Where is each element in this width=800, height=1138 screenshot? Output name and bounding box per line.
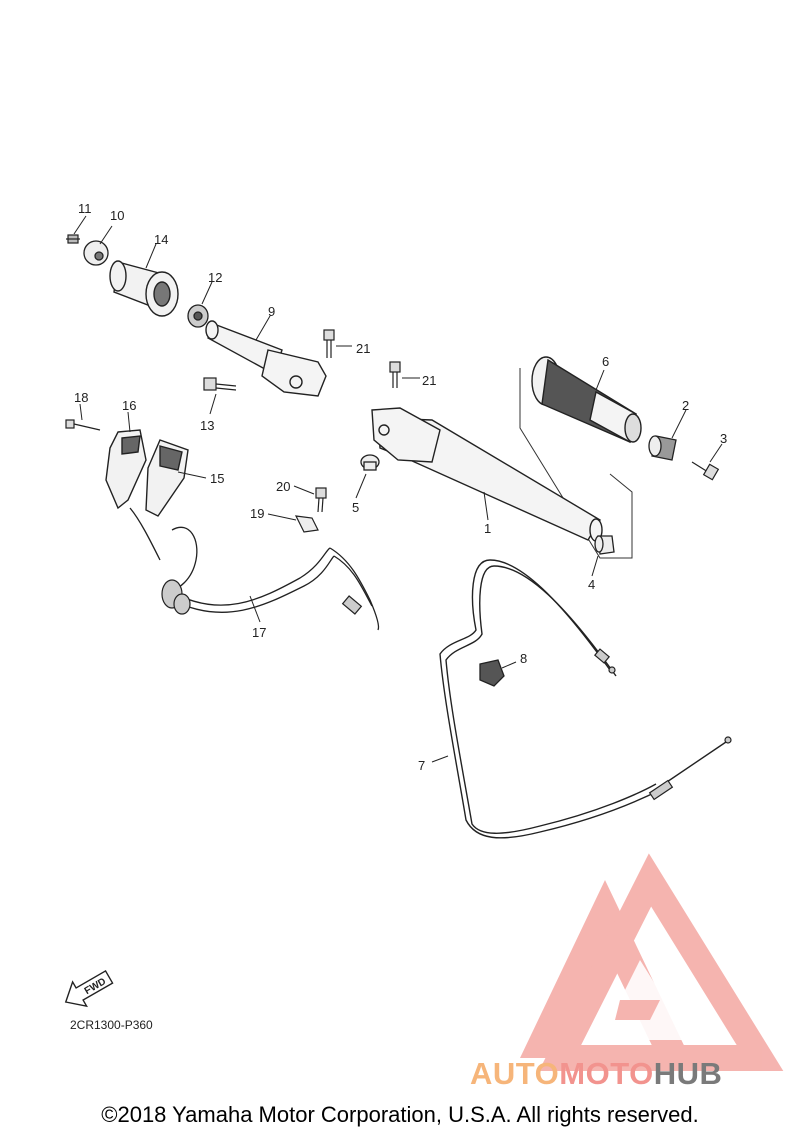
callout-10: 10 — [110, 208, 124, 223]
part-13-bolt — [203, 377, 237, 391]
callout-2: 2 — [682, 398, 689, 413]
callout-11: 11 — [78, 201, 92, 216]
brand-part-auto: AUTO — [470, 1056, 560, 1091]
part-5-bolt — [360, 454, 380, 471]
fwd-arrow-icon: FWD — [64, 969, 114, 1008]
brand-part-hub: HUB — [653, 1056, 723, 1091]
part-20-screw — [315, 487, 327, 513]
part-17-cable-ends — [161, 579, 363, 615]
callout-14: 14 — [154, 232, 168, 247]
callout-5: 5 — [352, 500, 359, 515]
part-9-left-handlebar — [205, 320, 327, 397]
part-21-bolt-lower — [389, 361, 401, 388]
part-19-clamp — [294, 515, 319, 533]
copyright-text: ©2018 Yamaha Motor Corporation, U.S.A. A… — [101, 1102, 699, 1127]
callout-21-a: 21 — [356, 341, 370, 356]
callout-13: 13 — [200, 418, 214, 433]
brand-part-moto: MOTO — [559, 1056, 654, 1091]
part-6-grip — [531, 356, 642, 444]
part-3-screw — [691, 461, 720, 481]
assembly-outline — [519, 368, 633, 559]
callout-4: 4 — [588, 577, 595, 592]
part-8-clamp — [479, 659, 505, 687]
callout-12: 12 — [208, 270, 222, 285]
watermark-logo — [520, 853, 784, 1071]
part-14-throttle-grip — [109, 260, 179, 317]
callout-7: 7 — [418, 758, 425, 773]
fwd-label: FWD — [83, 976, 108, 997]
part-21-bolt-upper — [323, 329, 335, 358]
part-10-bar-end — [83, 240, 109, 266]
part-16-housing — [105, 429, 147, 510]
callout-20: 20 — [276, 479, 290, 494]
callout-19: 19 — [250, 506, 264, 521]
callout-1: 1 — [484, 521, 491, 536]
watermark-brand: AUTOMOTOHUB — [470, 1056, 722, 1092]
part-2-bar-end — [648, 435, 677, 461]
part-15-housing — [145, 439, 189, 517]
part-4-spacer — [594, 535, 615, 555]
part-18-screw — [65, 419, 101, 431]
part-7-clutch-cable — [439, 559, 727, 839]
part-7-cable-ends — [593, 648, 732, 801]
callout-9: 9 — [268, 304, 275, 319]
callout-15: 15 — [210, 471, 224, 486]
callout-18: 18 — [74, 390, 88, 405]
callout-21-b: 21 — [422, 373, 436, 388]
callout-17: 17 — [252, 625, 266, 640]
part-12-collar — [187, 304, 209, 328]
callout-16: 16 — [122, 398, 136, 413]
callout-8: 8 — [520, 651, 527, 666]
diagram-code: 2CR1300-P360 — [70, 1018, 153, 1032]
leader-lines — [73, 215, 723, 763]
callout-3: 3 — [720, 431, 727, 446]
part-1-handlebar — [371, 407, 603, 542]
callout-6: 6 — [602, 354, 609, 369]
part-11-screw — [66, 234, 80, 244]
part-17-throttle-cables — [129, 507, 380, 631]
